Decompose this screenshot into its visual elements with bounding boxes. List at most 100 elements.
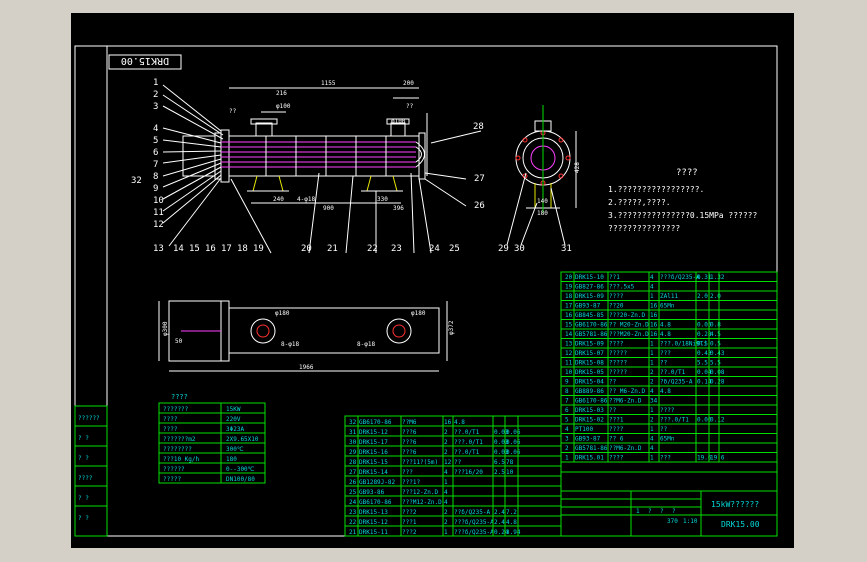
bom-cell: 2.4: [494, 509, 505, 516]
leader: [424, 178, 467, 207]
bom-cell: ????: [609, 455, 624, 462]
bom-cell: GB1289J-82: [359, 479, 396, 486]
balloon-label: 22: [367, 244, 378, 254]
weight-cell: 370: [667, 518, 678, 525]
bom-cell: 13: [565, 341, 573, 348]
bom-cell: 10: [506, 469, 514, 476]
bom-cell: ???δ/Q235-A: [454, 529, 494, 536]
bom-cell: 2: [650, 417, 654, 424]
balloon-label: 10: [153, 196, 164, 206]
top-flange: [220, 300, 230, 362]
bom-cell: ???.0/T1: [454, 439, 483, 446]
notes-line: ???????????????: [608, 224, 680, 233]
leader: [162, 150, 222, 153]
bom-cell: DRK15-09: [575, 341, 604, 348]
balloon-label: 27: [474, 174, 485, 184]
top-nozzle-right: [386, 318, 412, 344]
balloon-label: 4: [153, 124, 158, 134]
spec-value: 15KW: [226, 406, 241, 413]
bom-cell: 1: [650, 426, 654, 433]
margin-cell: ? ?: [78, 495, 89, 502]
dim-label: 330: [377, 196, 388, 203]
balloon-label: 24: [429, 244, 440, 254]
spec-name: ???????: [163, 406, 189, 413]
bom-cell: GB6170-86: [359, 419, 392, 426]
bom-cell: 28: [349, 459, 357, 466]
bom-cell: 11: [565, 360, 573, 367]
leader: [162, 162, 222, 188]
bom-cell: 1: [444, 529, 448, 536]
leader: [162, 154, 222, 164]
bom-cell: 32: [349, 419, 357, 426]
bom-cell: DRK15-04: [575, 379, 604, 386]
bom-cell: 27: [349, 469, 357, 476]
bom-cell: 2: [444, 439, 448, 446]
bom-cell: 0.24: [494, 529, 509, 536]
bom-cell: 20: [565, 274, 573, 281]
bom-cell: ???.5x5: [609, 284, 635, 291]
bom-cell: 0.05: [697, 322, 712, 329]
dim-label: 428: [574, 162, 581, 173]
side-view: [506, 105, 577, 246]
margin-cell: ????: [78, 475, 93, 482]
bom-cell: 4.5: [710, 331, 721, 338]
bom-cell: 0.5: [697, 341, 708, 348]
bom-cell: ?? M6-Zn.D: [609, 388, 646, 395]
dim-label: 240: [273, 196, 284, 203]
dim-label: 1966: [299, 364, 314, 371]
bom-cell: ???δ/Q235-A: [454, 519, 494, 526]
balloon-label: 13: [153, 244, 164, 254]
bom-cell: 4: [650, 445, 654, 452]
bom-cell: 3: [565, 436, 569, 443]
bom-cell: 0.43: [710, 350, 725, 357]
bom-cell: 9: [565, 379, 569, 386]
bom-cell: ??: [660, 426, 668, 433]
bom-cell: 1: [650, 341, 654, 348]
bom-cell: GB6170-86: [575, 322, 608, 329]
balloon-label: 3: [153, 102, 158, 112]
dim-label: 8-φ18: [357, 341, 375, 348]
balloon-label: 28: [473, 122, 484, 132]
leader: [162, 158, 222, 177]
dim-label: 50: [175, 338, 183, 345]
bom-cell: 0.06: [697, 417, 712, 424]
bom-cell: ???20-Zn.D: [609, 312, 646, 319]
bom-cell: DRK15-09: [575, 293, 604, 300]
bom-cell: DRK15-12: [359, 429, 388, 436]
bom-cell: 2.0: [697, 293, 708, 300]
dim-label: 8-φ18: [281, 341, 299, 348]
bom-cell: GB845-85: [575, 312, 604, 319]
bom-cell: ?δ/Q235-A: [660, 379, 693, 386]
bom-cell: 4.8: [506, 519, 517, 526]
bom-cell: ??: [609, 407, 617, 414]
top-nozzle-right-inner: [392, 324, 406, 338]
bom-cell: 0.04: [697, 369, 712, 376]
bom-cell: ???12-Zn.D: [402, 489, 439, 496]
bom-cell: 19.6: [710, 455, 725, 462]
code-box-text: DRK15.00: [121, 55, 169, 66]
margin-cell: ? ?: [78, 455, 89, 462]
bom-cell: 2: [650, 379, 654, 386]
dim-label: 396: [393, 205, 404, 212]
leader: [162, 170, 222, 212]
bom-cell: 29: [349, 449, 357, 456]
bom-cell: ????: [660, 407, 675, 414]
bom-cell: ??1: [609, 274, 620, 281]
bom-cell: ?????: [609, 350, 627, 357]
leader: [410, 172, 415, 254]
bom-cell: ???M20-Zn.D: [609, 331, 649, 338]
bom-cell: ???2: [402, 529, 417, 536]
bom-cell: ?????: [609, 360, 627, 367]
bom-cell: 65Mn: [660, 303, 675, 310]
bom-cell: 16: [650, 312, 658, 319]
bom-cell: 4.8: [660, 322, 671, 329]
bom-cell: ???6: [402, 439, 417, 446]
u-bend: [415, 141, 425, 168]
balloon-label: 29: [498, 244, 509, 254]
balloon-label: 25: [449, 244, 460, 254]
bom-cell: 2: [444, 429, 448, 436]
bom-cell: 2: [565, 445, 569, 452]
bom-cell: 0.28: [710, 379, 725, 386]
sheet-mark: 1: [636, 508, 640, 515]
leader: [430, 130, 482, 144]
